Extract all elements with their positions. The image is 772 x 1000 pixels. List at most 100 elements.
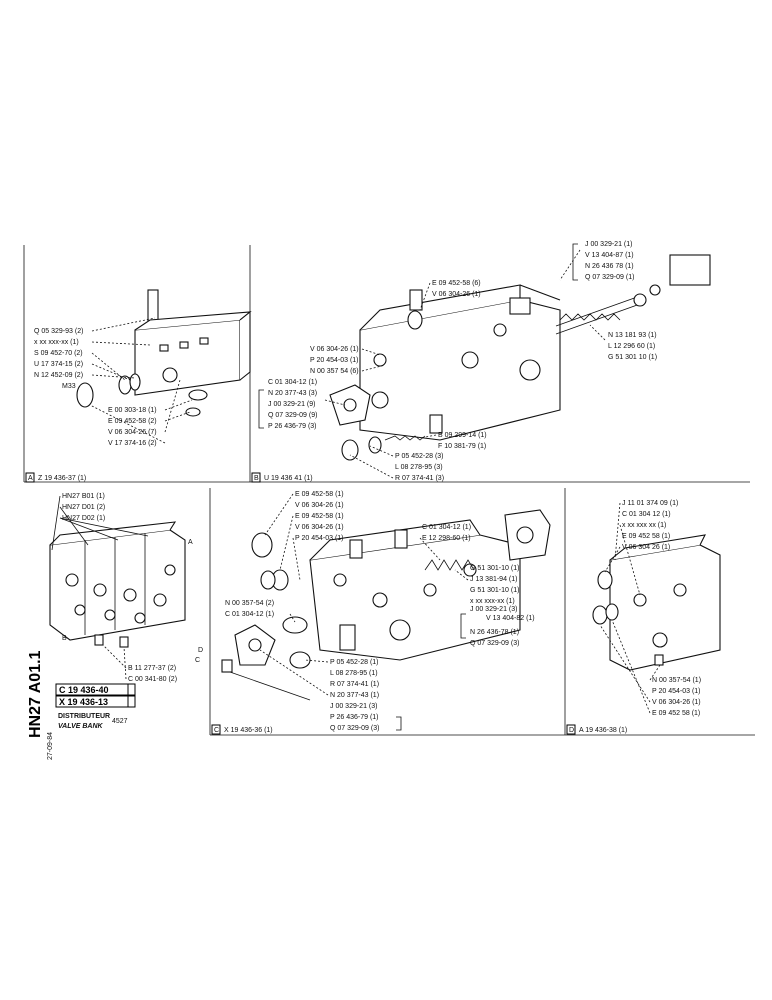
panel-c-label-left-6: N 00 357-54 (2) [225, 600, 274, 607]
panel-c-label-bottom-1: P 05 452-28 (1) [330, 659, 379, 666]
panel-d-label-bottom-4: E 09 452 58 (1) [652, 710, 700, 717]
panel-c-bracket-right [460, 613, 466, 639]
panel-a-label-3: S 09 452-70 (2) [34, 350, 83, 357]
panel-b-label-bottom-5: R 07 374-41 (3) [395, 475, 444, 482]
overview-letter-a: A [188, 539, 193, 546]
panel-b-label-top-2: V 06 304-26 (1) [432, 291, 481, 298]
sheet-date: 27-09-84 [47, 732, 54, 760]
overview-label-3: HN27 D02 (1) [62, 515, 105, 522]
panel-b-label-right-1: J 00 329-21 (1) [585, 241, 632, 248]
panel-c-drawing [221, 509, 551, 701]
panel-a-label-9: V 06 304-26 (7) [108, 429, 157, 436]
overview: HN27 B01 (1) HN27 D01 (2) HN27 D02 (1) A… [49, 493, 203, 683]
panel-c-label-left-1: E 09 452-58 (1) [295, 491, 344, 498]
panel-b-label-bottom-3: P 05 452-28 (3) [395, 453, 444, 460]
panel-b-label-left-5: N 20 377-43 (3) [268, 390, 317, 397]
panel-a-letter-box [25, 472, 35, 483]
panel-a-label-8: E 09 452-58 (2) [108, 418, 157, 425]
panel-b-label-right-4: Q 07 329-09 (1) [585, 274, 634, 281]
panel-c-label-right-6: V 13 404-82 (1) [486, 615, 535, 622]
panel-c-letter: C [214, 727, 219, 734]
panel-b-ref: U 19 436 41 (1) [264, 475, 313, 482]
panel-c-label-left-4: V 06 304-26 (1) [295, 524, 344, 531]
overview-label-2: HN27 D01 (2) [62, 504, 105, 511]
panel-a-drawing [76, 289, 252, 417]
panel-c-label-bottom-7: Q 07 329-09 (3) [330, 725, 379, 732]
panel-d-label-top-5: V 06 304 26 (1) [622, 544, 670, 551]
panel-a: Q 05 329-93 (2) x xx xxx-xx (1) S 09 452… [25, 289, 252, 483]
panel-a-leaders [89, 317, 193, 444]
panel-d-ref: A 19 436-38 (1) [579, 727, 627, 734]
title-block: HN27 A01.1 27-09-84 C 19 436-40 X 19 436… [27, 650, 136, 760]
panel-b-label-bottom-2: F 10 381-79 (1) [438, 443, 486, 450]
sheet-number: 4527 [112, 718, 128, 725]
panel-c-label-bottom-4: N 20 377-43 (1) [330, 692, 379, 699]
panel-b-label-bottom-4: L 08 278-95 (3) [395, 464, 443, 471]
panel-c-label-right-10: Q 07 329-09 (3) [470, 640, 519, 647]
panel-d-label-top-1: J 11 01 374 09 (1) [622, 500, 678, 507]
panel-c-label-right-8: J 00 329-21 (3) [470, 606, 517, 613]
panel-b-label-left-7: Q 07 329-09 (9) [268, 412, 317, 419]
panel-b-bracket-left [258, 389, 264, 429]
panel-b-label-left-6: J 00 329-21 (9) [268, 401, 315, 408]
panel-c-label-right-2: E 12 298-60 (1) [422, 535, 471, 542]
code-1-mark [127, 683, 136, 696]
panel-d-label-bottom-2: P 20 454-03 (1) [652, 688, 701, 695]
panel-c-label-right-1: C 01 304-12 (1) [422, 524, 471, 531]
panel-c-label-right-3: G 51 301-10 (1) [470, 565, 519, 572]
overview-letter-b: B [62, 635, 67, 642]
panel-b-label-left-1: V 06 304-26 (1) [310, 346, 359, 353]
code-2: X 19 436-13 [59, 697, 108, 707]
panel-b-letter-box [251, 472, 261, 483]
vertical-sheet-code: HN27 A01.1 [27, 650, 44, 738]
panel-d-letter: D [569, 727, 574, 734]
panel-b-label-left-4: C 01 304-12 (1) [268, 379, 317, 386]
overview-part-1: B 11 277-37 (2) [128, 665, 176, 672]
overview-letter-d: D [198, 647, 203, 654]
panel-c-label-left-7: C 01 304-12 (1) [225, 611, 274, 618]
panel-a-label-4: U 17 374-15 (2) [34, 361, 83, 368]
panel-b-label-left-8: P 26 436-79 (3) [268, 423, 317, 430]
panel-b-label-bottom-1: B 09 299-14 (1) [438, 432, 487, 439]
panel-c-bracket-bottom [396, 716, 402, 731]
panel-b-drawing [329, 254, 711, 461]
panel-d-label-top-3: x xx xxx xx (1) [622, 522, 666, 529]
panel-c-label-right-4: J 13 381-94 (1) [470, 576, 517, 583]
panel-d-letter-box [566, 724, 576, 735]
code-1: C 19 436-40 [59, 685, 109, 695]
panel-c-label-left-3: E 09 452-58 (1) [295, 513, 344, 520]
panel-c-leaders [259, 493, 469, 696]
panel-c-label-bottom-6: P 26 436-79 (1) [330, 714, 379, 721]
panel-b-letter: B [254, 475, 259, 482]
panel-a-label-6: M33 [62, 383, 76, 390]
panel-c-ref: X 19 436-36 (1) [224, 727, 273, 734]
panel-a-letter: A [28, 475, 33, 482]
designation-fr: DISTRIBUTEUR [58, 713, 110, 720]
panel-a-label-10: V 17 374-16 (2) [108, 440, 157, 447]
panel-c-label-bottom-3: R 07 374-41 (1) [330, 681, 379, 688]
panel-b-label-far-3: G 51 301 10 (1) [608, 354, 657, 361]
panel-c-label-left-5: P 20 454-03 (1) [295, 535, 344, 542]
panel-d-label-bottom-3: V 06 304-26 (1) [652, 699, 701, 706]
panel-b-label-right-2: V 13 404-87 (1) [585, 252, 634, 259]
overview-part-2: C 00 341-80 (2) [128, 676, 177, 683]
panel-a-label-2: x xx xxx-xx (1) [34, 339, 79, 346]
panel-c-label-left-2: V 06 304-26 (1) [295, 502, 344, 509]
panel-d: J 11 01 374 09 (1) C 01 304 12 (1) x xx … [566, 500, 721, 735]
panel-d-leaders [599, 502, 661, 714]
panel-b-label-left-3: N 00 357 54 (6) [310, 368, 359, 375]
panel-c-label-right-5: G 51 301-10 (1) [470, 587, 519, 594]
panel-b-leaders [324, 249, 606, 479]
panel-a-ref: Z 19 436-37 (1) [38, 475, 86, 482]
panel-d-drawing [592, 534, 721, 671]
panel-b-label-far-2: L 12 296 60 (1) [608, 343, 655, 350]
overview-label-1: HN27 B01 (1) [62, 493, 105, 500]
panel-a-label-5: N 12 452-09 (2) [34, 372, 83, 379]
panel-c-label-bottom-5: J 00 329-21 (3) [330, 703, 377, 710]
panel-b: E 09 452-58 (6) V 06 304-26 (1) J 00 329… [251, 241, 711, 483]
panel-d-label-bottom-1: N 00 357-54 (1) [652, 677, 701, 684]
panel-c: E 09 452-58 (1) V 06 304-26 (1) E 09 452… [211, 491, 551, 735]
overview-drawing [49, 521, 186, 648]
overview-leaders [51, 495, 149, 551]
